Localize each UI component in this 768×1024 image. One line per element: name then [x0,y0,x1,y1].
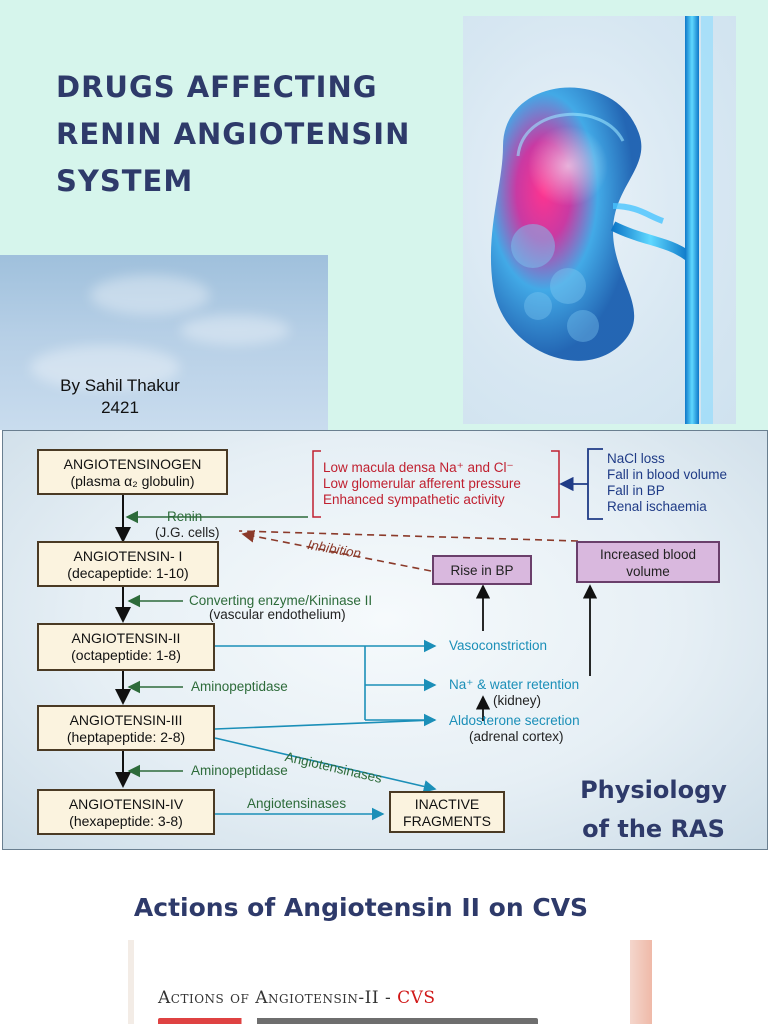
na-retention-label: Na⁺ & water retention [449,677,580,692]
aldosterone-label: Aldosterone secretion [449,713,580,728]
converting-source-label: (vascular endothelium) [209,607,346,622]
caption-line: of the RAS [582,815,725,843]
rise-in-bp-box: Rise in BP [432,555,532,585]
vasoconstriction-label: Vasoconstriction [449,638,548,653]
cropped-text-line [158,1018,538,1024]
section-heading: Actions of Angiotensin II on CVS [133,893,589,922]
author-byline: By Sahil Thakur 2421 [0,375,240,419]
cascade-detail: (octapeptide: 1-8) [71,647,181,663]
aminopeptidase-label-1: Aminopeptidase [191,679,288,694]
title-slide: DRUGS AFFECTING RENIN ANGIOTENSIN SYSTEM… [0,0,768,430]
inactive-fragments-box: INACTIVE FRAGMENTS [389,791,505,833]
cascade-name: ANGIOTENSIN-II [71,630,181,646]
angiotensin-iii-box: ANGIOTENSIN-III (heptapeptide: 2-8) [37,705,215,751]
rise-in-bp-text: Rise in BP [450,563,514,578]
adrenal-label: (adrenal cortex) [469,729,564,744]
cascade-name: ANGIOTENSIN- I [73,548,183,564]
trigger-line: NaCl loss [607,451,665,466]
converting-enzyme-label: Converting enzyme/Kininase II [189,593,373,608]
volume-line: volume [626,564,670,579]
ras-physiology-diagram: ANGIOTENSINOGEN (plasma α₂ globulin) ANG… [2,430,768,850]
cascade-name: ANGIOTENSIN-III [69,712,183,728]
cascade-detail: (heptapeptide: 2-8) [66,729,186,745]
cascade-name: ANGIOTENSIN-IV [68,796,184,812]
aminopeptidase-label-2: Aminopeptidase [191,763,288,778]
title-line: DRUGS AFFECTING [56,70,378,104]
cascade-detail: (plasma α₂ globulin) [70,473,195,489]
angiotensin-iv-box: ANGIOTENSIN-IV (hexapeptide: 3-8) [37,789,215,835]
stimulus-line: Low glomerular afferent pressure [323,476,521,491]
cascade-detail: (hexapeptide: 3-8) [69,813,183,829]
angiotensin-ii-box: ANGIOTENSIN-II (octapeptide: 1-8) [37,623,215,671]
diagram-caption: Physiology of the RAS [551,771,756,849]
title-line: RENIN ANGIOTENSIN [56,117,411,151]
cascade-name: ANGIOTENSINOGEN [63,456,202,472]
author-id: 2421 [101,398,139,417]
sky-photo [0,255,328,430]
slide-title: DRUGS AFFECTING RENIN ANGIOTENSIN SYSTEM [56,64,456,205]
trigger-line: Renal ischaemia [607,499,707,514]
slide-edge-right [630,940,652,1024]
diagram-connectors [115,448,603,821]
stimulus-line: Low macula densa Na⁺ and Cl⁻ [323,460,514,475]
inactive-line: INACTIVE [414,796,480,812]
inactive-line: FRAGMENTS [403,813,491,829]
author-name: By Sahil Thakur [60,376,180,395]
angiotensinogen-box: ANGIOTENSINOGEN (plasma α₂ globulin) [37,449,228,495]
title-line: SYSTEM [56,164,194,198]
kidney-icon [490,16,713,424]
caption-line: Physiology [580,776,727,804]
renin-source-label: (J.G. cells) [155,525,220,540]
actions-slide-preview: Actions of Angiotensin-II - CVS [128,940,652,1024]
renin-label: Renin [167,509,203,524]
volume-line: Increased blood [599,547,697,562]
kidney-label: (kidney) [493,693,542,708]
actions-title-prefix: Actions of Angiotensin-II - [158,988,398,1008]
actions-title-cvs: CVS [397,988,436,1008]
angiotensin-i-box: ANGIOTENSIN- I (decapeptide: 1-10) [37,541,219,587]
kidney-illustration [463,16,736,424]
stimulus-line: Enhanced sympathetic activity [323,492,505,507]
angiotensinases-label: Angiotensinases [247,796,347,811]
slide-edge-left [128,940,134,1024]
trigger-line: Fall in BP [607,483,665,498]
cascade-detail: (decapeptide: 1-10) [67,565,189,581]
increased-volume-box: Increased blood volume [576,541,720,583]
actions-slide-title: Actions of Angiotensin-II - CVS [158,988,436,1008]
trigger-line: Fall in blood volume [607,467,728,482]
